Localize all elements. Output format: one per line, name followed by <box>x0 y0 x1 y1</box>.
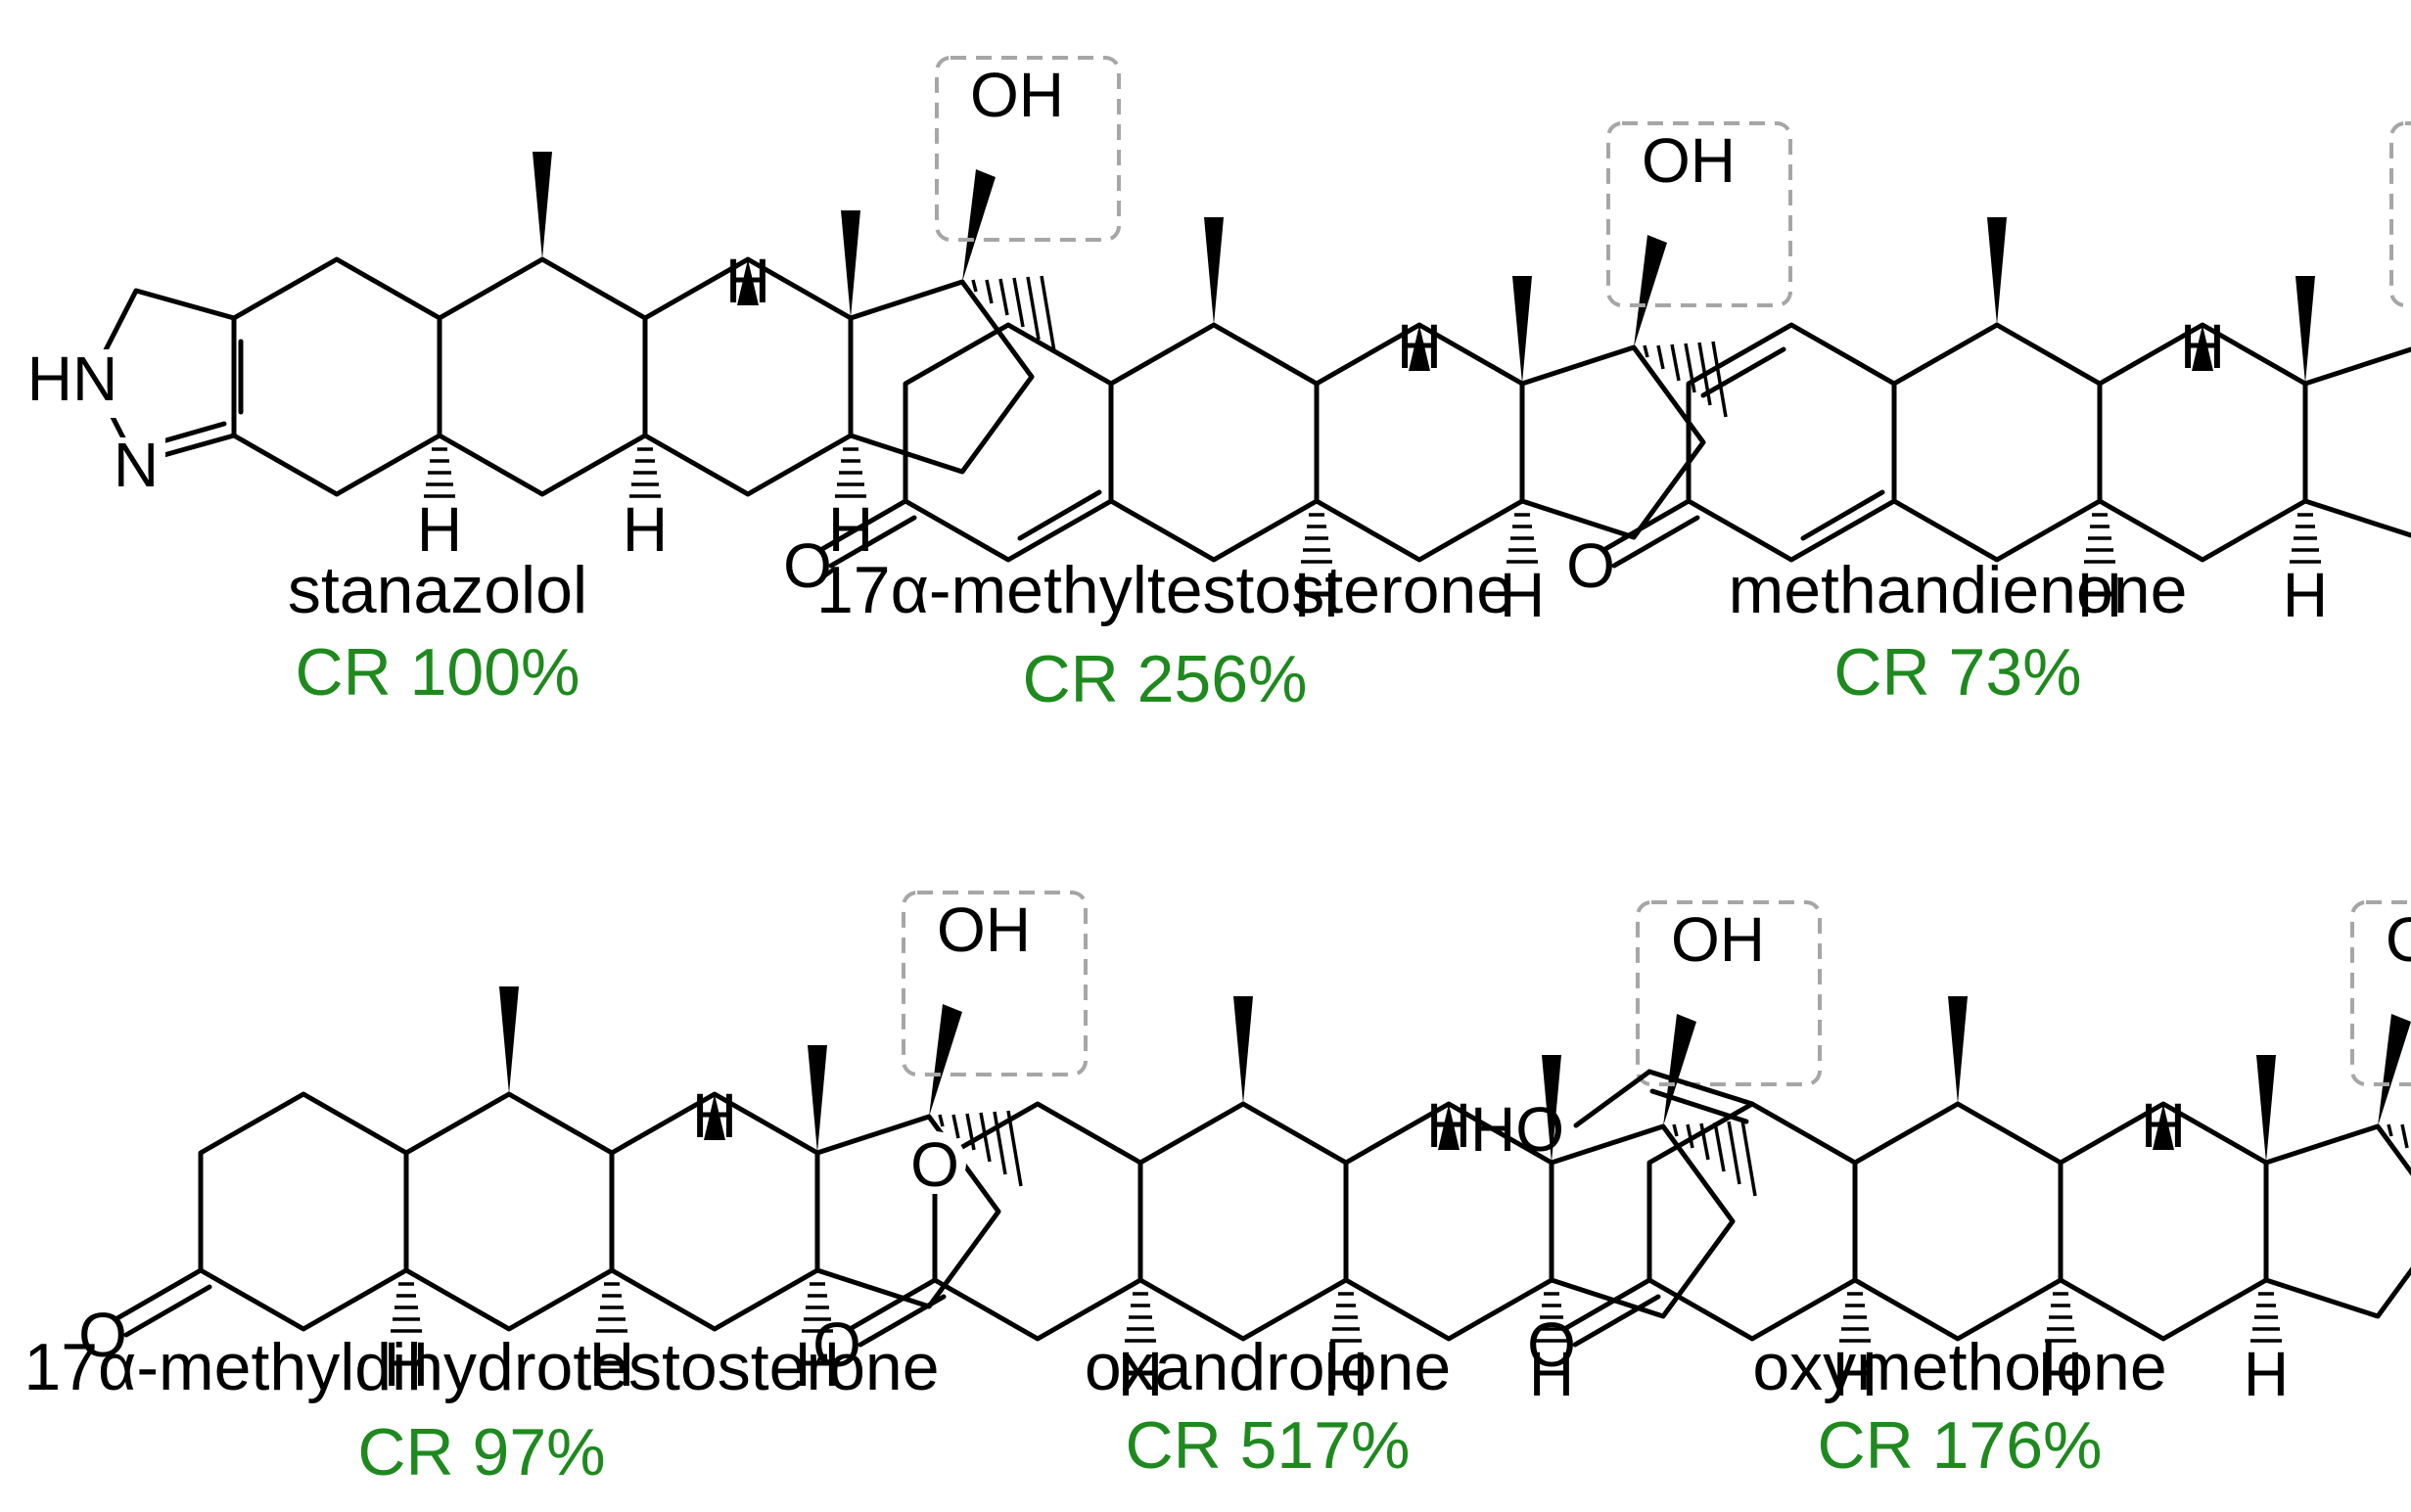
cr-value: CR 517% <box>1125 1408 1410 1483</box>
compound-name: oxymetholone <box>1752 1330 2166 1404</box>
cr-value: CR 97% <box>357 1415 605 1489</box>
compound-name: methandienone <box>1729 553 2188 627</box>
compound-name: 17α-methyltestosterone <box>816 553 1513 627</box>
ho-label: HO <box>1470 1094 1564 1165</box>
o-label: O <box>812 1309 861 1380</box>
o-label: O <box>78 1300 127 1370</box>
cr-value: CR 176% <box>1817 1408 2102 1483</box>
cr-value: CR 256% <box>1022 642 1307 716</box>
cr-value: CR 100% <box>295 635 580 710</box>
structure-oxandrolone: O O <box>812 902 1820 1409</box>
structure-methyldihydrotestosterone: O <box>78 893 1086 1399</box>
o-label: O <box>783 530 832 601</box>
structure-methyltestosterone: O <box>783 123 1790 630</box>
hn-label: HN <box>27 344 117 414</box>
compound-name: oxandrolone <box>1085 1330 1451 1404</box>
o-label: O <box>910 1129 959 1200</box>
n-label: N <box>114 430 159 500</box>
structure-oxymetholone: O HO <box>1470 902 2411 1409</box>
o-label: O <box>1527 1309 1576 1380</box>
cr-value: CR 73% <box>1833 635 2081 710</box>
o-label: O <box>1566 530 1615 601</box>
compound-name: stanazolol <box>288 553 587 627</box>
structure-methandienone: O <box>1566 123 2411 630</box>
compound-name: 17α-methyldihydrotestosterone <box>23 1330 939 1404</box>
structure-stanazolol: HN N <box>27 58 1119 565</box>
